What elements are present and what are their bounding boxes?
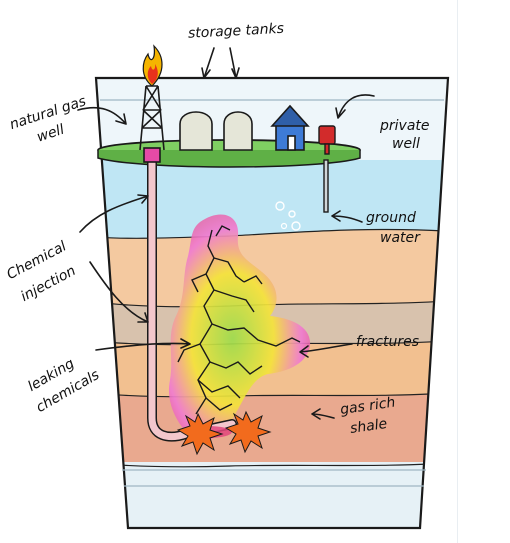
gas-flame-core: [147, 64, 158, 84]
label-gas-rich-shale-line2: shale: [349, 416, 388, 437]
callout-arrows: [77, 47, 375, 420]
label-private-well-line2: well: [392, 136, 420, 152]
bubble: [280, 222, 288, 230]
bubble: [288, 210, 296, 218]
explosion-burst: [176, 412, 224, 456]
label-ground-water-line1: ground: [366, 210, 416, 226]
fractures-cracks: [177, 225, 301, 415]
label-private-well-line1: private: [379, 118, 430, 134]
label-fractures: fractures: [356, 334, 419, 350]
shale-layer: [96, 392, 448, 467]
house-icon: [270, 104, 310, 151]
natural-gas-well-derrick: [139, 85, 165, 163]
sand-layer: [96, 229, 448, 307]
storage-tanks: [179, 111, 253, 151]
explosion-burst: [224, 410, 272, 454]
bubble: [275, 201, 285, 211]
strata: [96, 78, 448, 528]
leaking-chemicals-plume: [168, 214, 311, 441]
label-storage-tanks: storage tanks: [188, 21, 285, 42]
label-natural-gas-well-line2: well: [35, 122, 67, 146]
ground-water-layer: [96, 160, 448, 239]
label-gas-rich-shale-line1: gas rich: [339, 395, 396, 419]
private-well-icon: [318, 125, 336, 213]
storage-tank: [223, 111, 253, 151]
label-ground-water-line2: water: [380, 230, 421, 246]
storage-tank: [179, 111, 213, 151]
fracture-explosions: [176, 410, 272, 456]
page-edge-line: [457, 0, 458, 543]
glass-outline: [94, 76, 450, 530]
bubble: [291, 221, 301, 231]
glass-base-lines: [122, 469, 426, 487]
glass-bottom: [96, 462, 448, 528]
